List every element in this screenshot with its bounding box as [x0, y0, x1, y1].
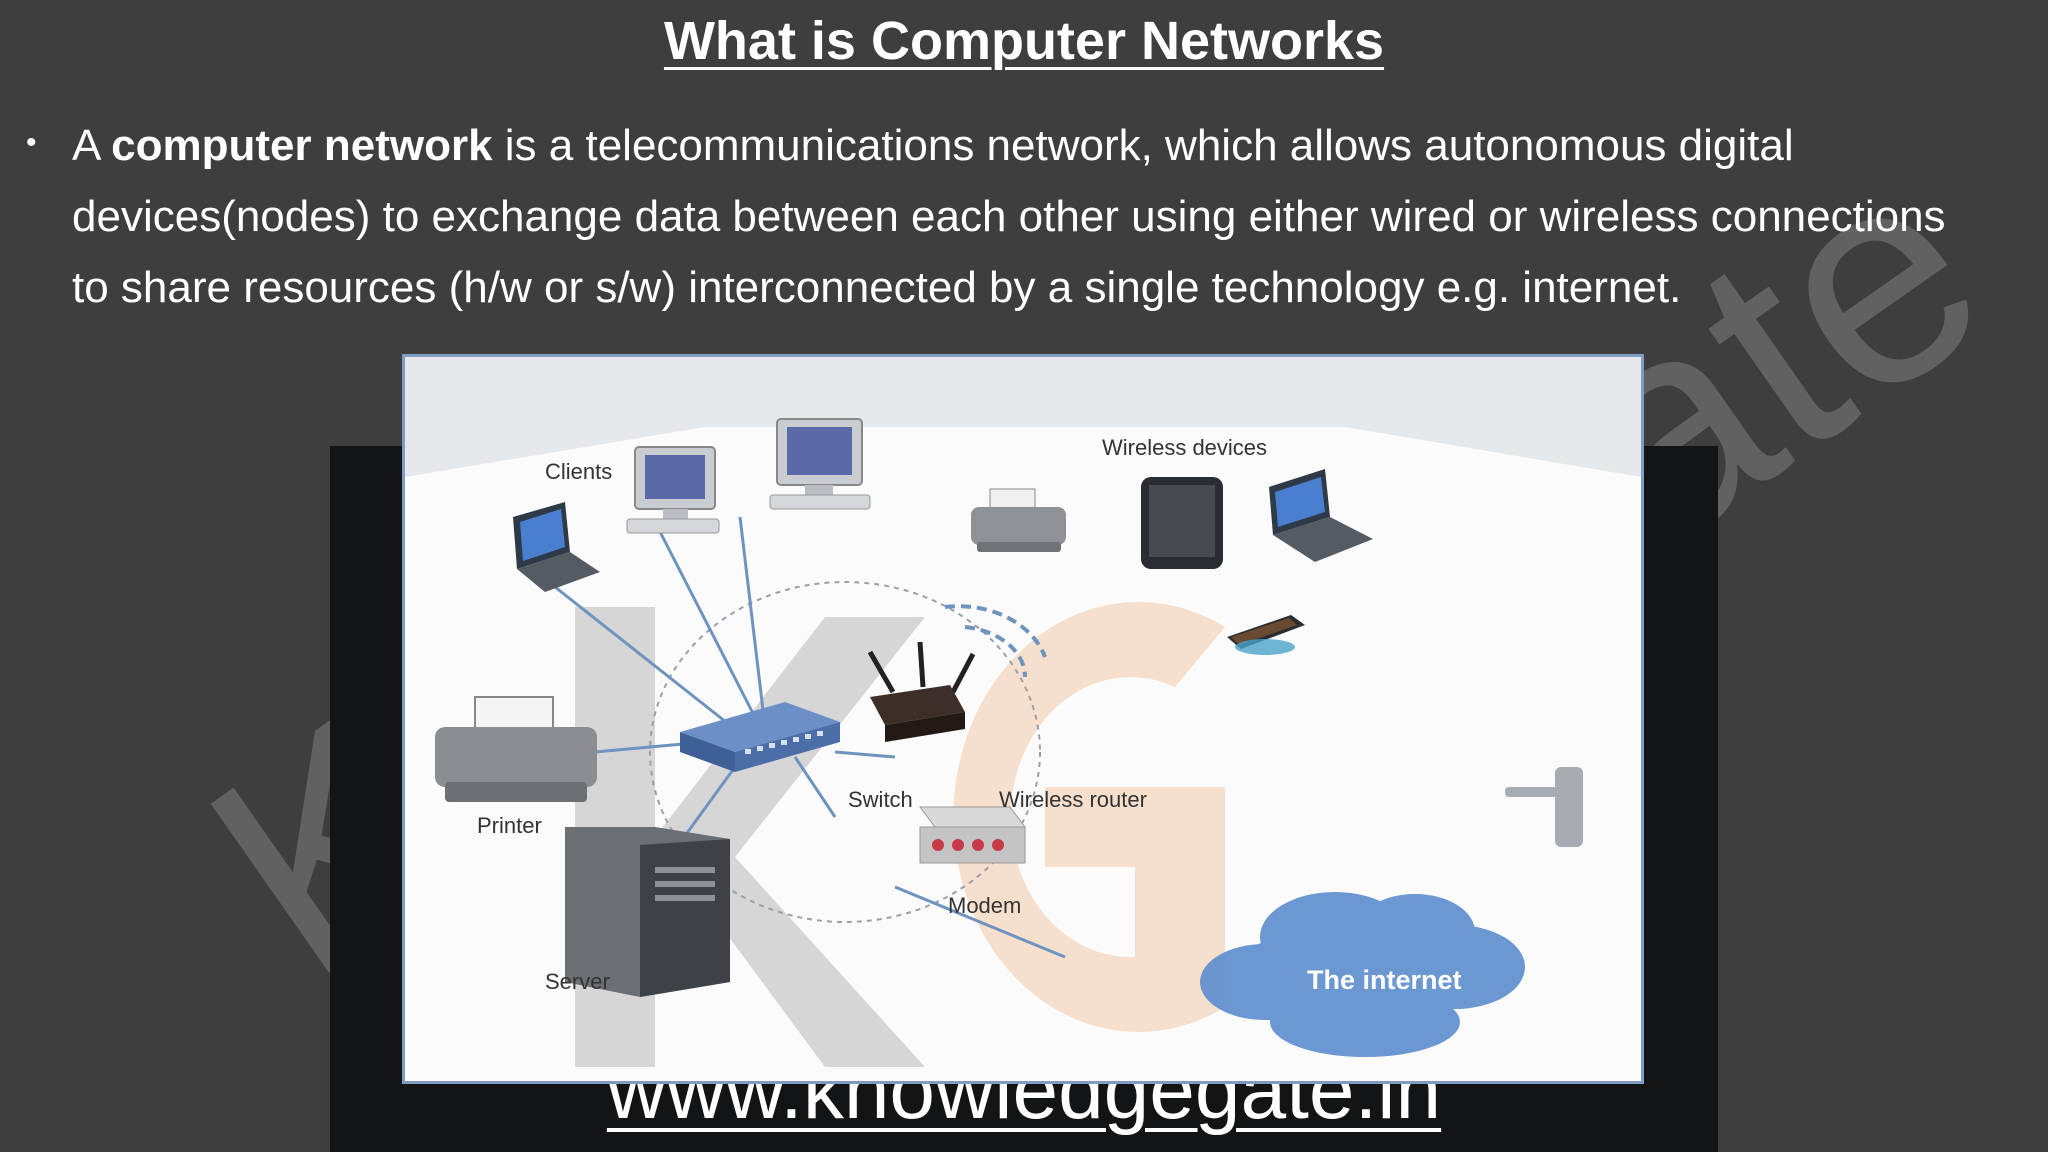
modem-label: Modem: [948, 893, 1021, 919]
network-diagram: Clients Wireless devices Printer Switch …: [402, 354, 1644, 1084]
wireless-router-label: Wireless router: [999, 787, 1147, 813]
internet-label: The internet: [1307, 965, 1462, 996]
printer-label: Printer: [477, 813, 542, 839]
printer-icon: [435, 697, 597, 802]
bullet-term: computer network: [111, 121, 492, 170]
desktop-client-icon: [627, 447, 719, 533]
bullet-marker: •: [26, 128, 37, 158]
desktop-client-icon: [770, 419, 870, 509]
server-label: Server: [545, 969, 610, 995]
door-handle-icon: [1505, 767, 1583, 847]
wireless-devices-label: Wireless devices: [1102, 435, 1267, 461]
bullet-text: A computer network is a telecommunicatio…: [72, 110, 1972, 323]
bullet-prefix: A: [72, 121, 111, 170]
tablet-icon: [1141, 477, 1223, 569]
switch-label: Switch: [848, 787, 913, 813]
slide-title: What is Computer Networks: [0, 10, 2048, 72]
modem-icon: [920, 807, 1025, 863]
smartphone-icon: [1227, 615, 1305, 655]
laptop-client-icon: [513, 502, 600, 592]
wireless-laptop-icon: [1269, 469, 1373, 562]
clients-label: Clients: [545, 459, 612, 485]
wireless-printer-icon: [971, 489, 1066, 552]
